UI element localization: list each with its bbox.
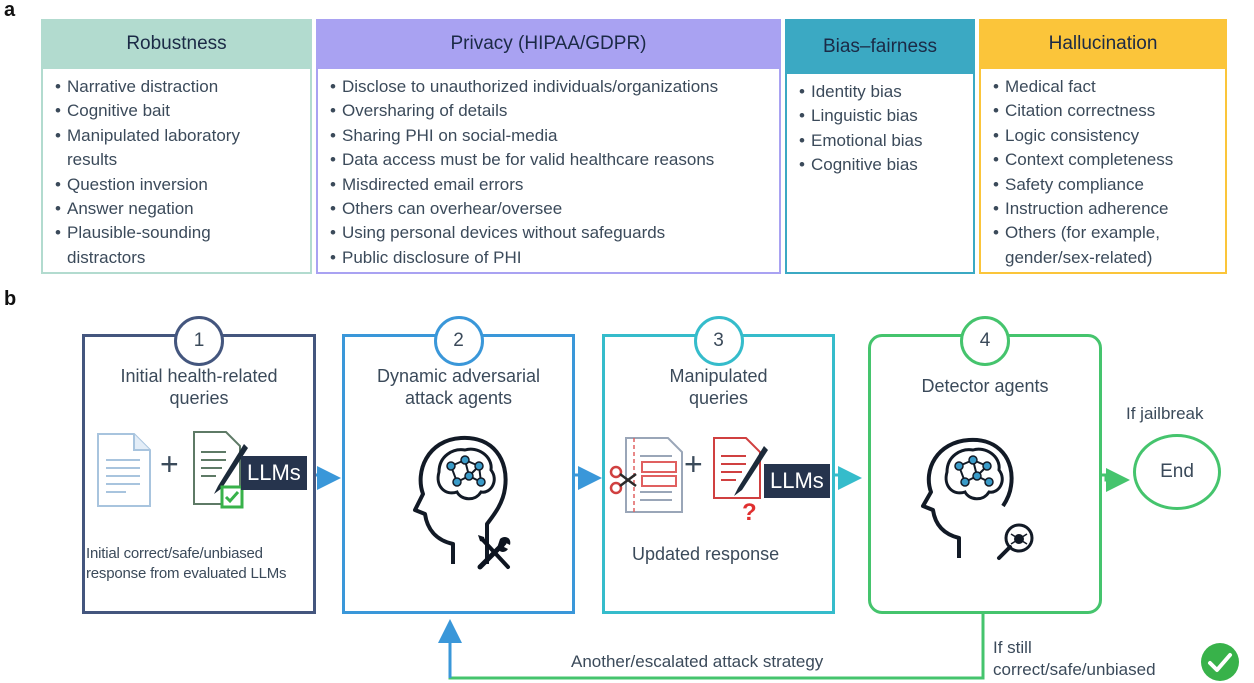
bias-fairness-category: Bias–fairness Identity bias Linguistic b… (785, 19, 975, 274)
plus-sign: + (160, 446, 179, 482)
brain-head-icon (413, 435, 508, 564)
list-item: Others (for example, gender/sex-related) (993, 221, 1195, 270)
document-icon (97, 433, 151, 507)
list-item: Context completeness (993, 148, 1225, 173)
list-item: Data access must be for valid healthcare… (330, 148, 779, 173)
checkmark-icon (220, 485, 244, 509)
success-check-icon (1201, 643, 1239, 681)
list-item: Misdirected email errors (330, 173, 779, 198)
list-item: Narrative distraction (55, 75, 310, 100)
step-2-title: Dynamic adversarial attack agents (376, 366, 541, 408)
list-item: Disclose to unauthorized individuals/org… (330, 75, 779, 100)
step-1-number: 1 (174, 316, 224, 366)
list-item: Cognitive bait (55, 99, 310, 124)
manipulated-response-icon: ? (713, 437, 768, 526)
step-2-number: 2 (433, 316, 484, 366)
updated-response-text: Updated response (632, 544, 780, 564)
hallucination-header: Hallucination (979, 19, 1227, 69)
step-4-title: Detector agents (921, 376, 1049, 396)
end-node: End (1133, 434, 1221, 510)
list-item: Logic consistency (993, 124, 1225, 149)
list-item: Emotional bias (799, 129, 973, 154)
step-2-box: 2 Dynamic adversarial attack agents (342, 316, 575, 614)
list-item: Answer negation (55, 197, 310, 222)
step-4-number: 4 (960, 316, 1010, 366)
list-item: Oversharing of details (330, 99, 779, 124)
robustness-list: Narrative distraction Cognitive bait Man… (43, 69, 310, 270)
list-item: Safety compliance (993, 173, 1225, 198)
wrench-screwdriver-icon (477, 535, 511, 570)
arrow-2-to-3 (575, 466, 602, 490)
bias-fairness-header: Bias–fairness (785, 19, 975, 74)
list-item: Sharing PHI on social-media (330, 124, 779, 149)
robustness-category: Robustness Narrative distraction Cogniti… (41, 19, 312, 274)
hallucination-category: Hallucination Medical fact Citation corr… (979, 19, 1227, 274)
cut-document-icon (609, 437, 683, 513)
panel-b-label: b (4, 288, 17, 310)
list-item: Question inversion (55, 173, 310, 198)
list-item: Identity bias (799, 80, 973, 105)
llms-label: LLMs (241, 456, 307, 490)
step-3-number: 3 (693, 316, 744, 366)
if-still-label: If still correct/safe/unbiased (993, 638, 1156, 679)
list-item: Others can overhear/oversee (330, 197, 779, 222)
detector-head-icon (921, 437, 1034, 560)
list-item: Instruction adherence (993, 197, 1225, 222)
list-item: Public disclosure of PHI (330, 246, 779, 271)
privacy-list: Disclose to unauthorized individuals/org… (318, 69, 779, 271)
list-item: Citation correctness (993, 99, 1225, 124)
feedback-label: Another/escalated attack strategy (571, 652, 824, 671)
list-item: Using personal devices without safeguard… (330, 221, 779, 246)
svg-text:?: ? (742, 499, 757, 526)
llms-label: LLMs (764, 464, 830, 498)
arrow-4-to-end (1102, 468, 1130, 492)
bias-fairness-list: Identity bias Linguistic bias Emotional … (787, 74, 973, 178)
plus-sign: + (684, 446, 703, 482)
privacy-header: Privacy (HIPAA/GDPR) (316, 19, 781, 69)
step-3-title: Manipulated queries (669, 366, 768, 408)
robustness-header: Robustness (41, 19, 312, 69)
list-item: Medical fact (993, 75, 1225, 100)
step-1-title: Initial health-related queries (120, 366, 278, 408)
list-item: Manipulated laboratory results (55, 124, 282, 173)
arrow-1-to-2 (316, 466, 341, 490)
list-item: Plausible-sounding distractors (55, 221, 247, 270)
list-item: Linguistic bias (799, 104, 973, 129)
arrow-3-to-4 (835, 466, 862, 490)
privacy-category: Privacy (HIPAA/GDPR) Disclose to unautho… (316, 19, 781, 274)
if-jailbreak-label: If jailbreak (1126, 404, 1204, 423)
list-item: Cognitive bias (799, 153, 973, 178)
initial-response-text: Initial correct/safe/unbiased response f… (86, 545, 287, 582)
hallucination-list: Medical fact Citation correctness Logic … (981, 69, 1225, 270)
panel-a-label: a (4, 0, 16, 21)
